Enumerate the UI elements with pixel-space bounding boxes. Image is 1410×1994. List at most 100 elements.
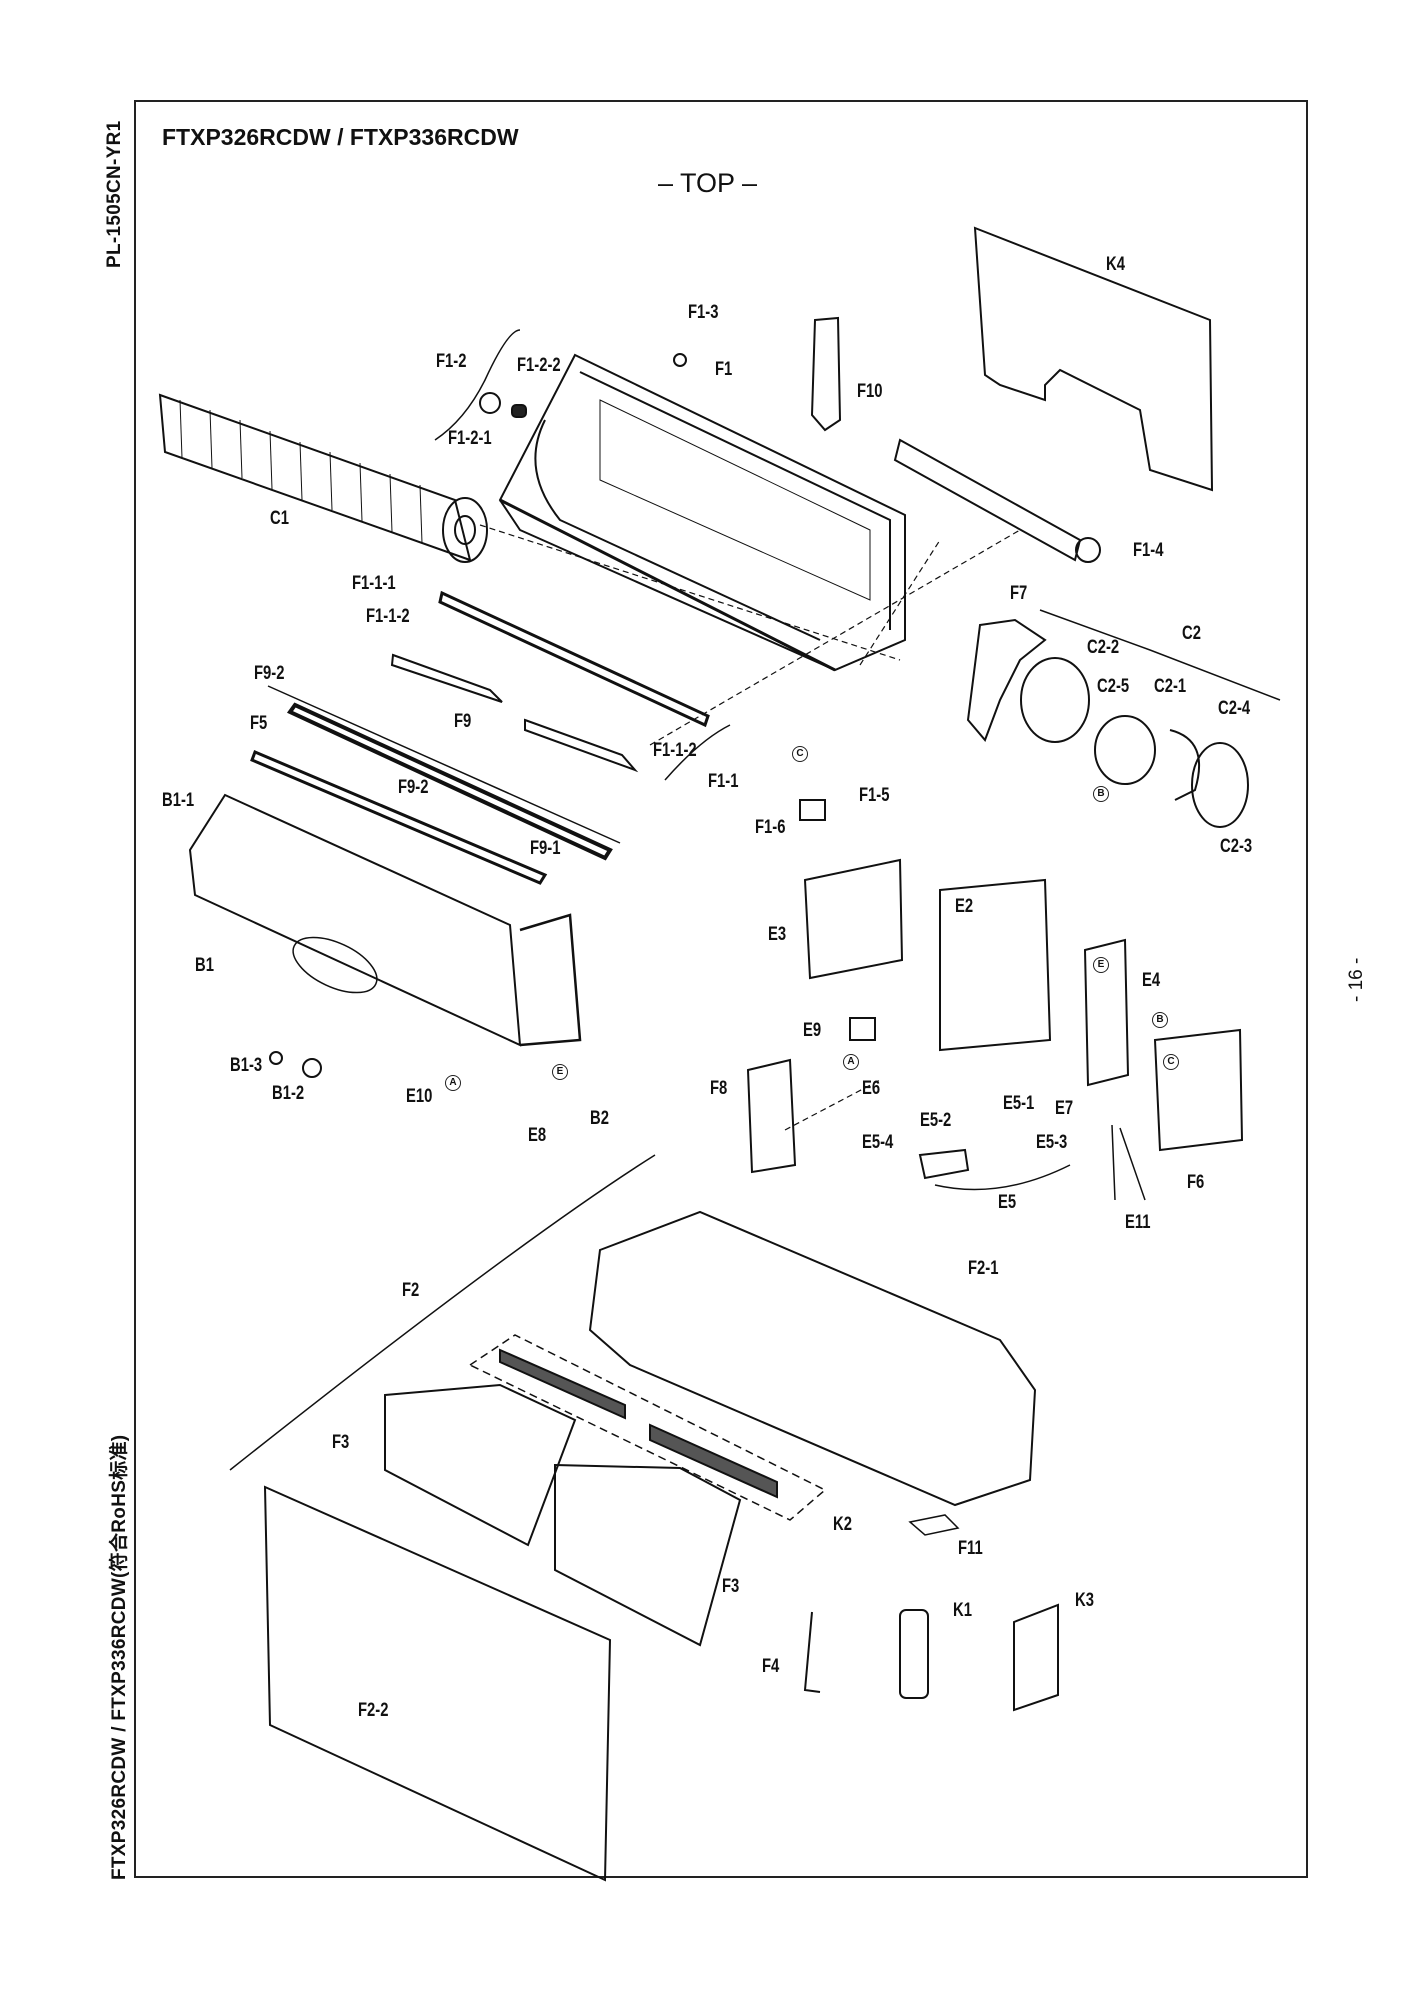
air-filter-f3-a (384, 1383, 577, 1547)
part-label-f7: F7 (1010, 583, 1028, 604)
part-label-f9: F9 (454, 711, 472, 732)
part-label-f9-1: F9-1 (530, 838, 561, 859)
bracket-f1-2 (434, 329, 521, 441)
control-box-e2 (939, 878, 1052, 1052)
louver-f1-1-2-b (524, 718, 639, 773)
part-label-f2: F2 (402, 1280, 420, 1301)
motor-c2-1 (1094, 715, 1156, 785)
remote-k1 (899, 1609, 929, 1699)
swing-motor-f1-5 (799, 799, 826, 821)
view-label: – TOP – (658, 168, 758, 198)
screw-f1-3 (673, 353, 687, 367)
evaporator-b1 (188, 793, 582, 1047)
part-label-b1-1: B1-1 (162, 790, 195, 811)
k2-dashed-outline (468, 1334, 827, 1521)
spring-f1-2-2 (511, 404, 527, 418)
connector-marker-c-e4: C (1163, 1054, 1179, 1070)
bracket-e5 (934, 1164, 1071, 1191)
part-label-f5: F5 (250, 713, 268, 734)
display-e5 (918, 1148, 970, 1180)
bearing-f1-2-1 (479, 392, 501, 414)
thermistor-e11 (1111, 1124, 1146, 1201)
part-label-f1: F1 (715, 359, 733, 380)
terminal-e9 (849, 1017, 876, 1041)
nut-b1-2 (302, 1058, 322, 1078)
bracket-f9 (267, 685, 621, 844)
bracket-f2 (229, 1154, 656, 1471)
part-label-c2-1: C2-1 (1154, 676, 1187, 697)
bracket-c2 (1039, 609, 1281, 701)
part-label-e4: E4 (1142, 970, 1161, 991)
part-label-e5-3: E5-3 (1036, 1132, 1068, 1153)
part-label-e2: E2 (955, 896, 974, 917)
part-label-e7: E7 (1055, 1098, 1074, 1119)
part-label-f10: F10 (857, 381, 883, 402)
part-label-c2-5: C2-5 (1097, 676, 1130, 697)
motor-cover-c2-2 (1020, 657, 1090, 743)
air-filter-f3-b (554, 1463, 742, 1647)
part-label-b1: B1 (195, 955, 214, 976)
part-label-f1-5: F1-5 (859, 785, 890, 806)
connector-marker-a: A (445, 1075, 461, 1091)
hook-f4 (803, 1611, 821, 1693)
front-panel-f2-2 (263, 1485, 612, 1882)
pcb-e4 (1083, 938, 1130, 1087)
louver-f1-1-2-a (390, 653, 503, 703)
part-label-f2-2: F2-2 (358, 1700, 389, 1721)
cross-flow-fan-c1 (158, 393, 488, 563)
motor-cap-c2-3 (1191, 742, 1249, 828)
part-label-f1-1-2-bottom: F1-1-2 (653, 740, 697, 761)
connector-marker-b-e4: B (1152, 1012, 1168, 1028)
part-label-f3-right: F3 (722, 1576, 740, 1597)
part-label-f1-2: F1-2 (436, 351, 467, 372)
part-label-k3: K3 (1075, 1590, 1094, 1611)
part-label-e5: E5 (998, 1192, 1017, 1213)
part-label-f9-2-bottom: F9-2 (398, 777, 429, 798)
part-label-f1-2-1: F1-2-1 (448, 428, 492, 449)
part-label-f3-left: F3 (332, 1432, 350, 1453)
part-label-f8: F8 (710, 1078, 728, 1099)
part-label-e9: E9 (803, 1020, 822, 1041)
part-label-k1: K1 (953, 1600, 972, 1621)
nut-b1-3 (269, 1051, 283, 1065)
part-label-c2-2: C2-2 (1087, 637, 1120, 658)
part-label-f6: F6 (1187, 1172, 1205, 1193)
drain-shaft-f1-4 (893, 438, 1082, 562)
part-label-f1-1-1: F1-1-1 (352, 573, 396, 594)
part-label-f11: F11 (958, 1538, 983, 1559)
part-label-b1-3: B1-3 (230, 1055, 263, 1076)
connector-marker-e-e4: E (1093, 957, 1109, 973)
louver-shaft-f1-1-1 (438, 590, 710, 728)
cover-f6 (1153, 1028, 1244, 1152)
connector-marker-c: C (792, 746, 808, 762)
page-title: FTXP326RCDW / FTXP336RCDW (162, 124, 519, 150)
part-label-e6: E6 (862, 1078, 881, 1099)
part-label-k2: K2 (833, 1514, 852, 1535)
flap-f9 (286, 702, 613, 861)
part-label-c1: C1 (270, 508, 289, 529)
part-label-f1-4: F1-4 (1133, 540, 1164, 561)
air-guide-f7 (966, 618, 1047, 742)
part-label-e5-1: E5-1 (1003, 1093, 1035, 1114)
motor-clamp-c2-4 (1169, 729, 1201, 801)
part-label-e5-4: E5-4 (862, 1132, 894, 1153)
part-label-e11: E11 (1125, 1212, 1151, 1233)
bracket-f10 (810, 316, 842, 432)
connector-marker-e: E (552, 1064, 568, 1080)
part-label-f1-1: F1-1 (708, 771, 739, 792)
part-label-f4: F4 (762, 1656, 780, 1677)
part-label-f1-3: F1-3 (688, 302, 719, 323)
titanium-filter-k2-b (649, 1423, 778, 1499)
connector-marker-b: B (1093, 786, 1109, 802)
label-f11 (908, 1514, 960, 1536)
part-label-c2: C2 (1182, 623, 1201, 644)
part-label-b2: B2 (590, 1108, 609, 1129)
part-label-f1-2-2: F1-2-2 (517, 355, 561, 376)
diagram-frame (134, 100, 1308, 1878)
part-label-e3: E3 (768, 924, 787, 945)
flap-f5 (250, 750, 548, 885)
part-label-f1-1-2-top: F1-1-2 (366, 606, 410, 627)
part-label-f1-6: F1-6 (755, 817, 786, 838)
cover-f8 (746, 1058, 797, 1174)
front-grille-frame-f1 (498, 353, 906, 672)
